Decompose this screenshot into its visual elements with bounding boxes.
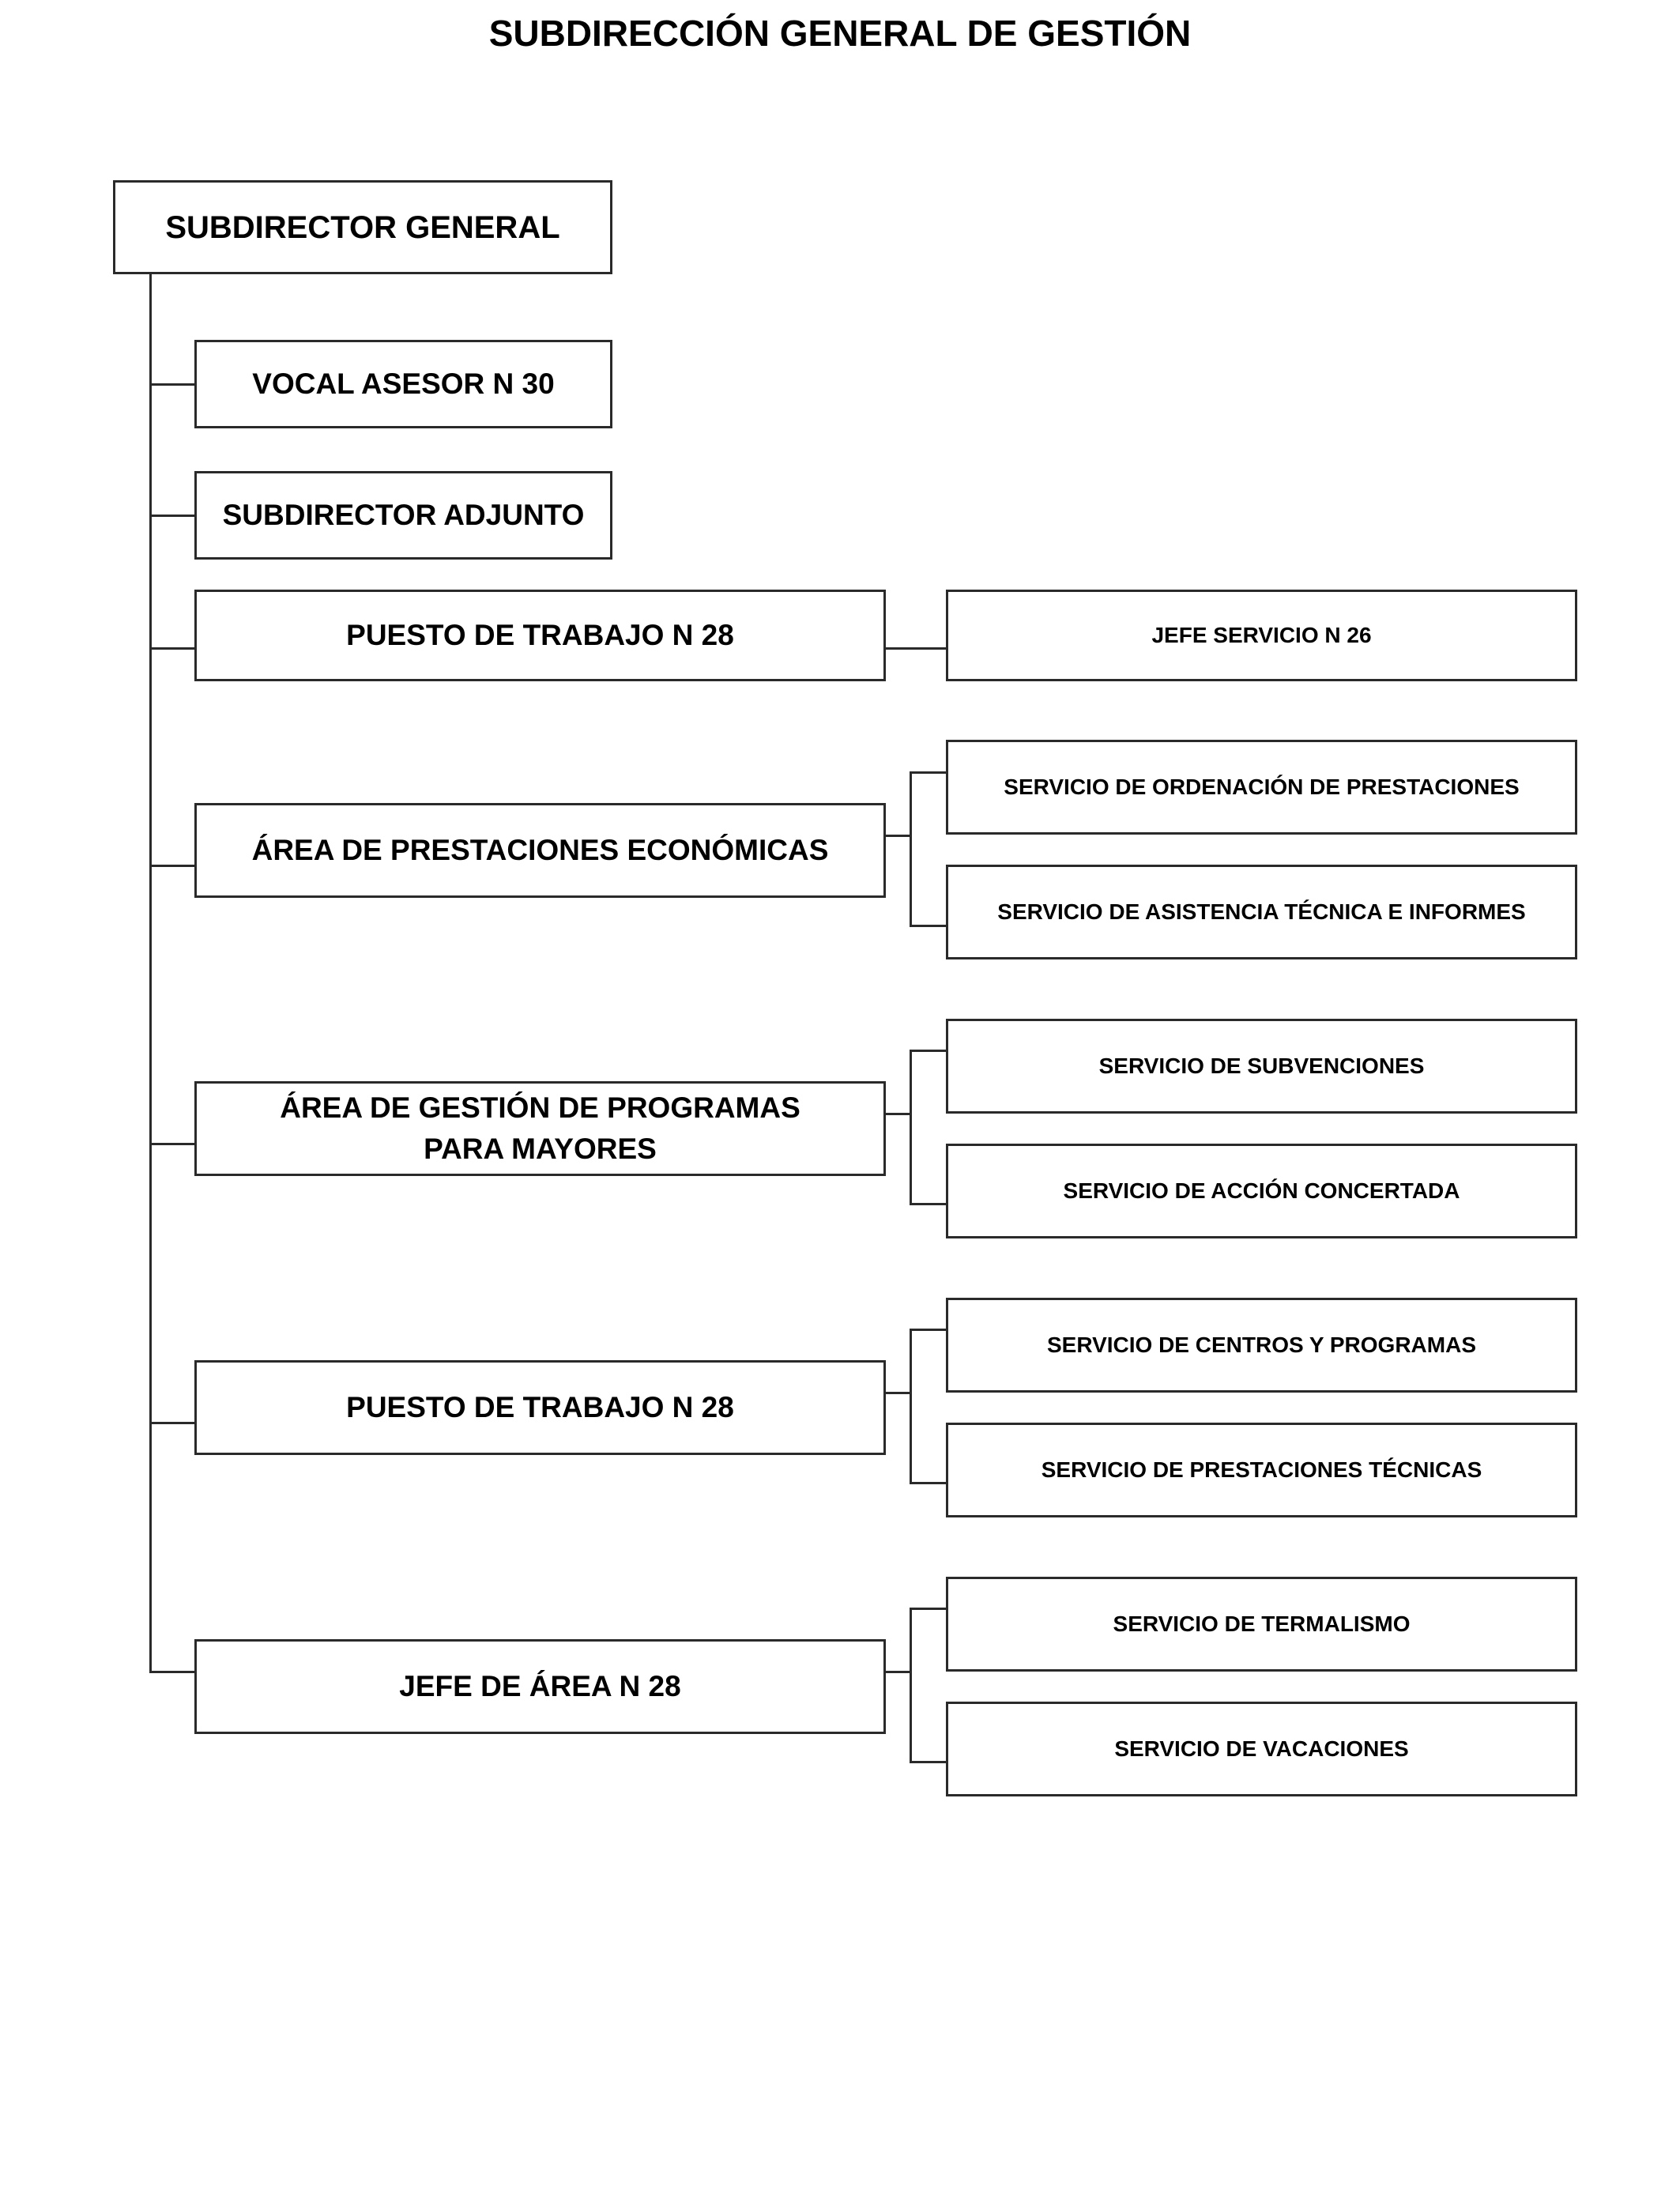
connector [910,1482,946,1484]
connector [910,1761,946,1763]
node-service: SERVICIO DE ORDENACIÓN DE PRESTACIONES [946,740,1577,835]
node-unit: ÁREA DE GESTIÓN DE PROGRAMAS PARA MAYORE… [194,1081,886,1176]
connector [149,1143,194,1145]
connector [910,1203,946,1205]
node-service: SERVICIO DE SUBVENCIONES [946,1019,1577,1114]
connector [910,1329,946,1331]
node-subdirector-adjunto: SUBDIRECTOR ADJUNTO [194,471,612,560]
node-unit: ÁREA DE PRESTACIONES ECONÓMICAS [194,803,886,898]
connector [910,1608,912,1763]
connector [149,647,194,650]
connector [910,1050,912,1205]
node-unit: PUESTO DE TRABAJO N 28 [194,1360,886,1455]
chart-title: SUBDIRECCIÓN GENERAL DE GESTIÓN [488,13,1192,54]
node-service: SERVICIO DE ASISTENCIA TÉCNICA E INFORME… [946,865,1577,959]
connector [910,1050,946,1052]
connector-spine [149,274,152,1673]
connector [149,1671,194,1673]
node-service: SERVICIO DE ACCIÓN CONCERTADA [946,1144,1577,1238]
connector [149,865,194,867]
node-vocal-asesor: VOCAL ASESOR N 30 [194,340,612,428]
connector [910,771,946,774]
connector [149,1422,194,1424]
connector [149,383,194,386]
connector [886,647,946,650]
node-unit: JEFE DE ÁREA N 28 [194,1639,886,1734]
node-service: JEFE SERVICIO N 26 [946,590,1577,681]
connector [149,515,194,517]
connector [886,835,911,837]
connector [910,771,912,927]
connector [910,925,946,927]
node-service: SERVICIO DE VACACIONES [946,1702,1577,1796]
node-service: SERVICIO DE CENTROS Y PROGRAMAS [946,1298,1577,1393]
node-unit: PUESTO DE TRABAJO N 28 [194,590,886,681]
node-service: SERVICIO DE PRESTACIONES TÉCNICAS [946,1423,1577,1517]
connector [886,1392,911,1394]
connector [910,1608,946,1610]
node-service: SERVICIO DE TERMALISMO [946,1577,1577,1672]
connector [910,1329,912,1484]
connector [886,1113,911,1115]
node-subdirector-general: SUBDIRECTOR GENERAL [113,180,612,274]
connector [886,1671,911,1673]
